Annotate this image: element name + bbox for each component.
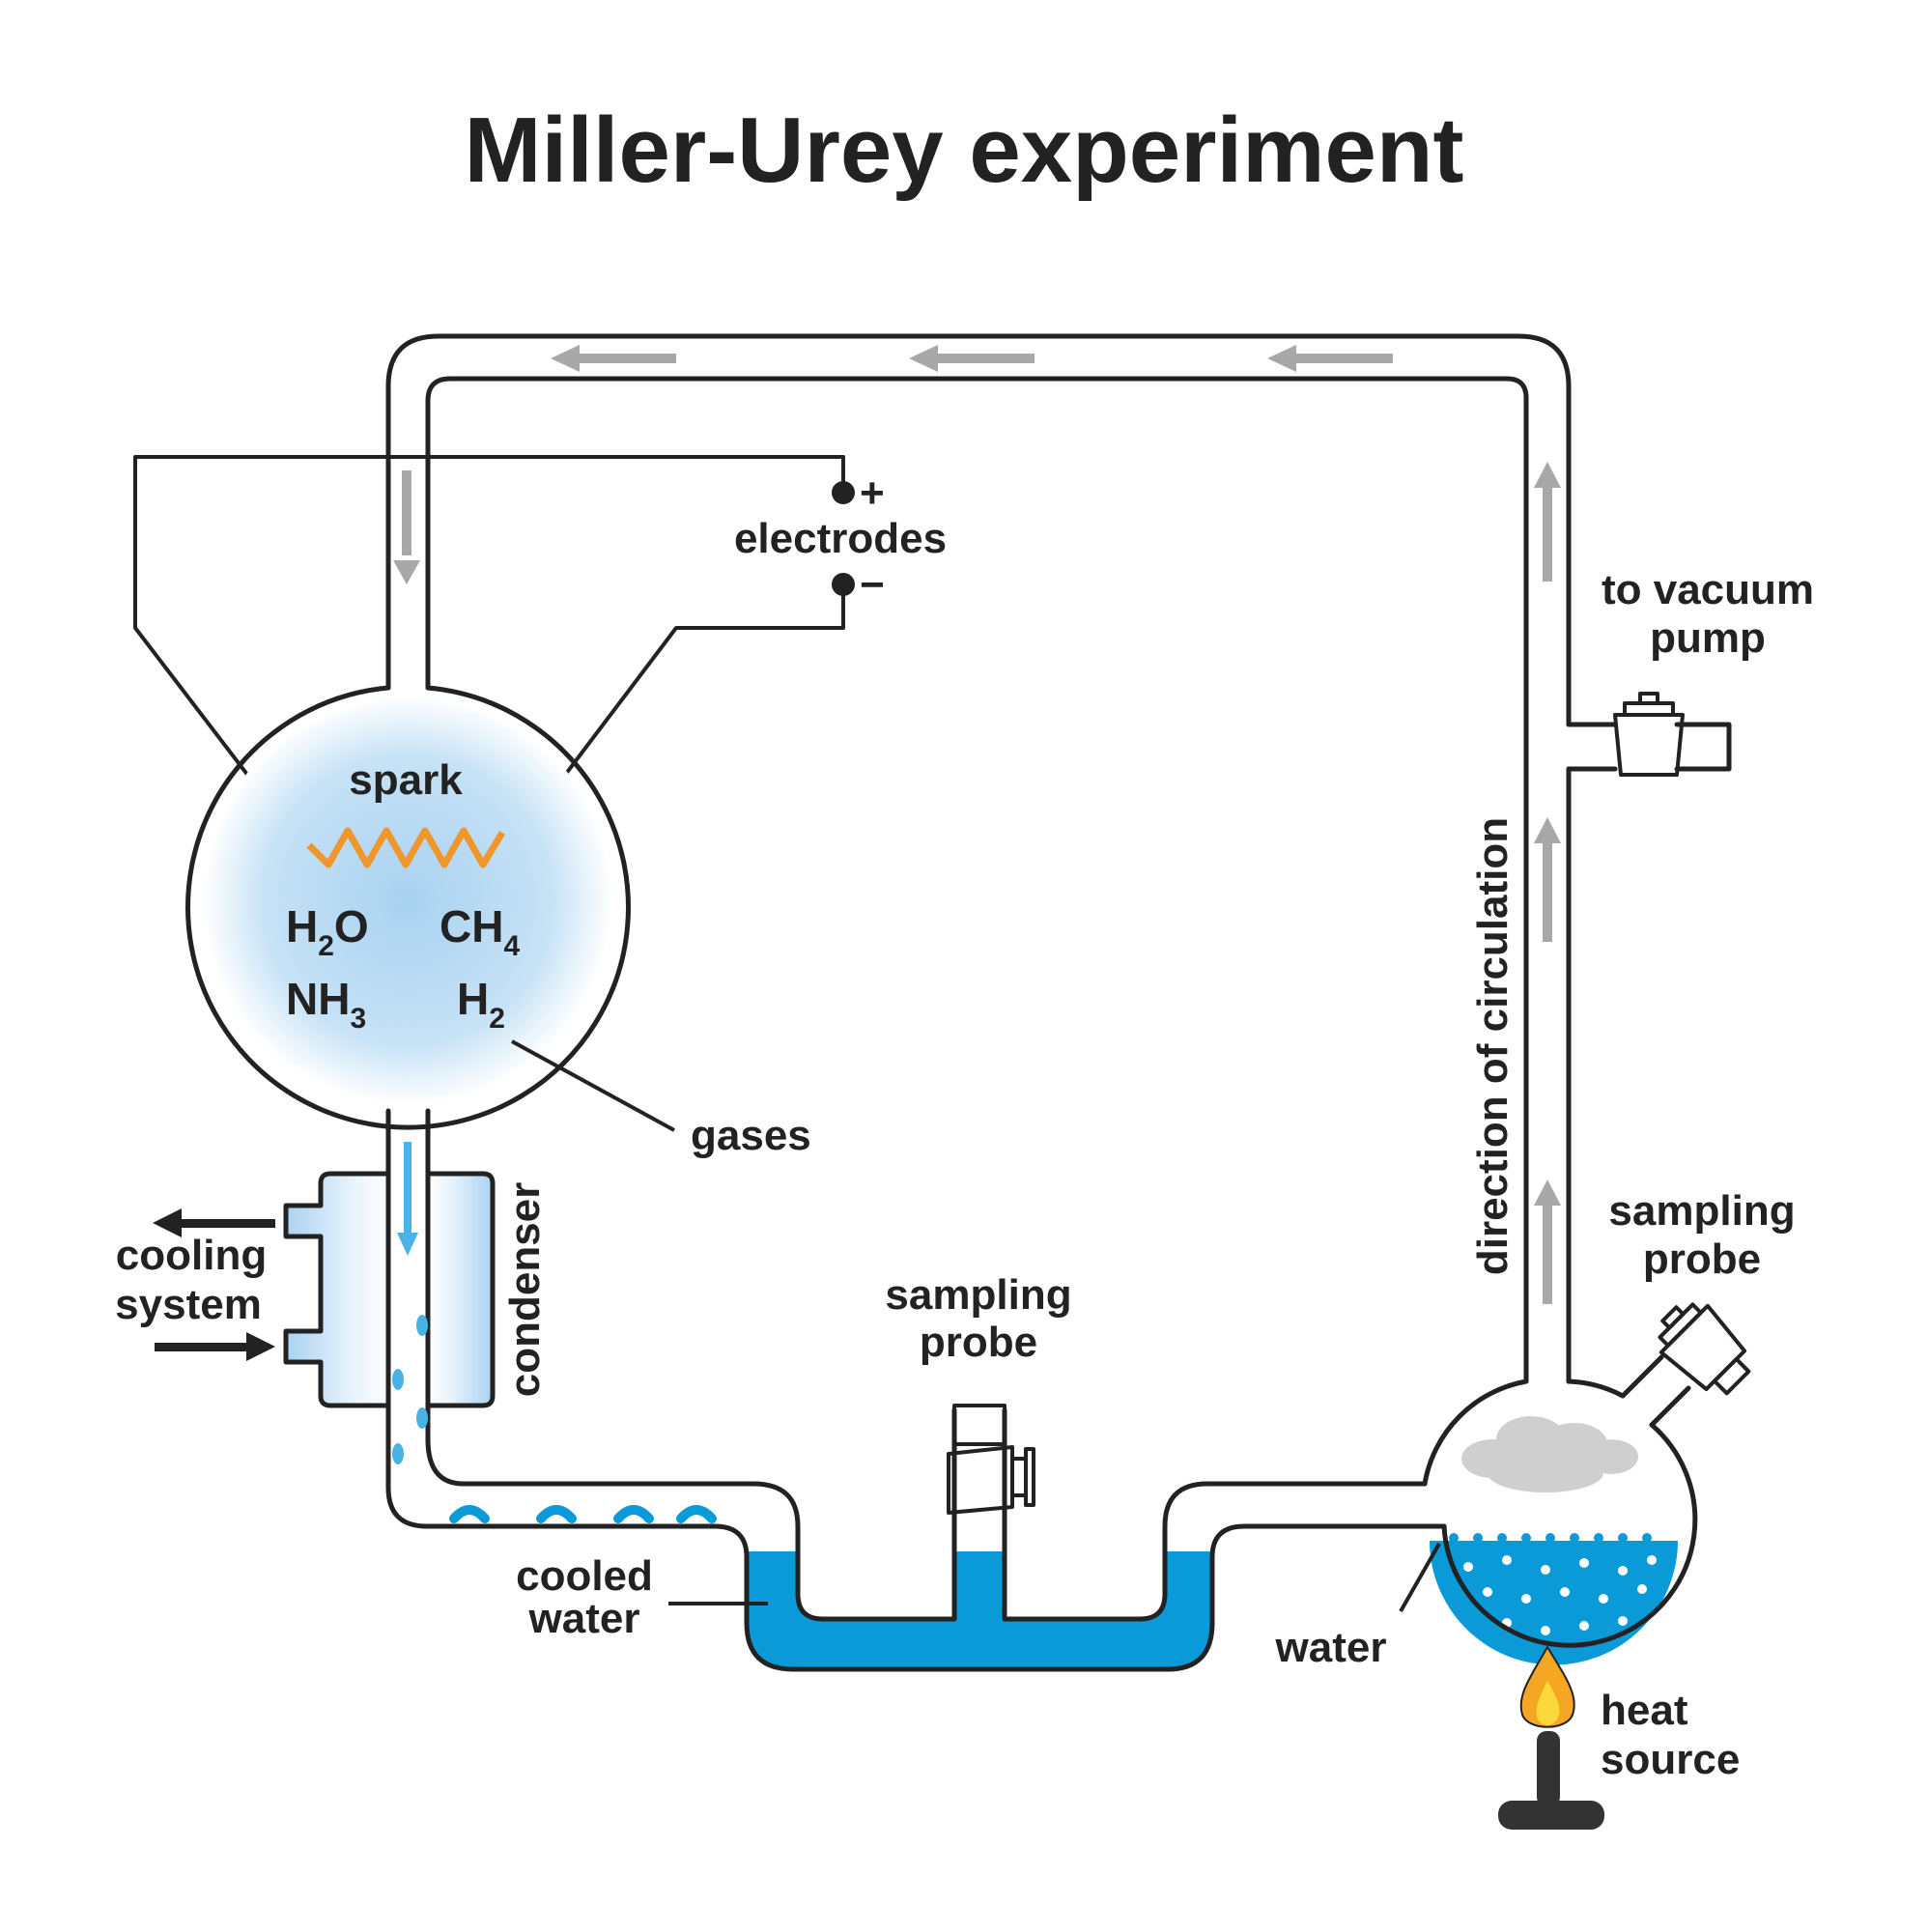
gases-leader-line (511, 1039, 675, 1132)
gas-ch4: CH4 (439, 901, 520, 962)
u-trap-outer-wall (385, 1456, 1447, 1672)
u-trap-inner-wall (425, 1407, 1428, 1622)
sampling-probe-right-label-line1: sampling (1608, 1187, 1795, 1235)
boiling-flask (1422, 1378, 1698, 1648)
spark-chamber (185, 685, 631, 1130)
spark-label: spark (349, 756, 463, 804)
flow-arrows-top (551, 345, 1393, 372)
svg-text:H2O: H2O (286, 901, 369, 962)
flame-icon (1519, 1645, 1575, 1728)
direction-of-circulation-label: direction of circulation (1469, 817, 1517, 1275)
plus-sign: + (860, 469, 885, 517)
condenser-jacket-left (283, 1171, 391, 1408)
electrodes-label: electrodes (734, 515, 947, 562)
burner-icon (1498, 1731, 1604, 1830)
sampling-probe-right-label-line2: probe (1643, 1236, 1761, 1283)
electrode-wire-negative (510, 584, 845, 847)
flow-arrows-up-right (1534, 462, 1561, 1304)
cooled-water-label-line2: water (528, 1595, 640, 1642)
vacuum-port (1566, 722, 1732, 772)
spark-zigzag (306, 827, 505, 868)
heat-source-label-line1: heat (1601, 1687, 1688, 1734)
cooled-water-label-line1: cooled (516, 1552, 653, 1600)
gases-label: gases (691, 1112, 811, 1159)
cooling-in-arrow (155, 1332, 275, 1361)
electrode-wire-positive (133, 455, 845, 847)
electrode-terminal-negative (832, 573, 855, 596)
flow-arrow-down-left (393, 470, 420, 584)
cooling-system-label-line1: cooling (116, 1232, 267, 1279)
condenser-label: condenser (501, 1182, 549, 1398)
gas-h2: H2 (457, 974, 505, 1035)
minus-sign: − (860, 561, 885, 609)
flask-side-neck (1620, 1354, 1691, 1428)
sampling-probe-mid-icon (947, 1404, 1035, 1515)
flask-water-surface (1449, 1533, 1652, 1543)
gas-nh3: NH3 (286, 974, 366, 1035)
page-title: Miller-Urey experiment (464, 99, 1463, 202)
steam-cloud (1461, 1416, 1638, 1492)
svg-text:CH4: CH4 (439, 901, 520, 962)
water-waves (449, 1505, 717, 1523)
heat-source-label-line2: source (1601, 1736, 1740, 1783)
vacuum-pump-label-line1: to vacuum (1602, 566, 1814, 613)
sampling-probe-mid-label-line1: sampling (885, 1271, 1071, 1319)
water-label: water (1275, 1624, 1387, 1671)
vacuum-pump-label-line2: pump (1650, 614, 1766, 662)
top-pipe-outer (385, 333, 1572, 727)
electrode-terminal-positive (832, 481, 855, 504)
top-pipe-inner (425, 376, 1529, 1384)
condenser-jacket-right (425, 1171, 496, 1408)
spark-chamber-glow (203, 696, 612, 1105)
svg-text:NH3: NH3 (286, 974, 366, 1035)
svg-text:H2: H2 (457, 974, 505, 1035)
u-trap-water (747, 1551, 1212, 1669)
cooling-system-label-line2: system (115, 1281, 262, 1328)
sampling-probe-right-icon (1658, 1302, 1751, 1396)
gas-h2o: H2O (286, 901, 369, 962)
sampling-probe-mid-label-line2: probe (920, 1319, 1037, 1366)
condensation-drops (392, 1142, 428, 1464)
cooling-out-arrow (153, 1208, 275, 1237)
water-leader-line (1399, 1543, 1441, 1612)
vacuum-valve-icon (1613, 692, 1685, 777)
